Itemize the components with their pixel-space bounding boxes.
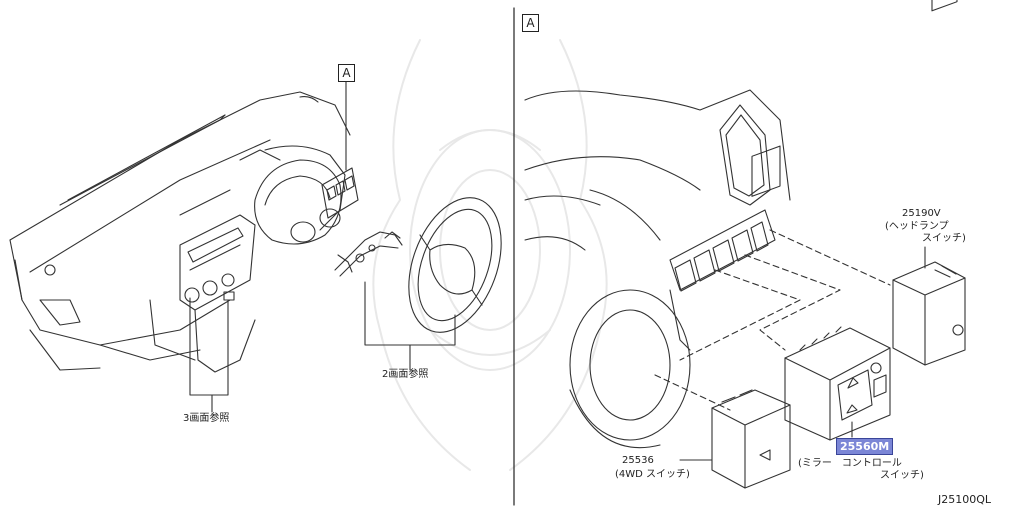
part-desc-mirror-2: スイッチ) <box>880 470 924 481</box>
part-number-4wd: 25536 <box>622 455 654 466</box>
gauge-enlarged <box>569 289 691 449</box>
part-number-mirror-highlight[interactable]: 25560M <box>836 438 894 455</box>
dashboard-outline <box>9 91 351 371</box>
part-desc-headlamp-1: (ヘッドランプ <box>885 221 949 232</box>
dashboard-enlarged <box>524 89 791 251</box>
part-desc-mirror-1: (ミラー コントロール <box>798 458 902 469</box>
mirror-control-switch <box>784 326 891 441</box>
bracket-steering <box>364 281 456 346</box>
switch-panel-left <box>321 167 359 219</box>
bracket-console <box>189 297 229 396</box>
watermark-emblem <box>372 39 608 471</box>
headlamp-switch <box>892 0 966 366</box>
part-desc-4wd: (4WD スイッチ) <box>615 469 690 480</box>
callout-a-left: A <box>338 64 355 82</box>
center-console-left <box>149 214 256 373</box>
switch-panel-enlarged <box>669 209 776 351</box>
combination-switch <box>334 231 403 277</box>
ref-steering-label: 2画面参照 <box>382 369 429 380</box>
leader-dashed <box>654 229 891 411</box>
4wd-switch <box>679 145 791 489</box>
instrument-cluster <box>254 159 342 245</box>
ref-console-label: 3画面参照 <box>183 413 230 424</box>
part-number-headlamp: 25190V <box>902 208 941 219</box>
diagram-code: J25100QL <box>938 493 992 506</box>
callout-a-right: A <box>522 14 539 32</box>
steering-wheel <box>408 197 502 333</box>
part-desc-headlamp-2: スイッチ) <box>922 233 966 244</box>
